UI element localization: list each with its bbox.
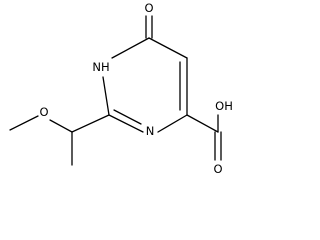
bond-c2-cq <box>71 114 110 133</box>
bond-c6-nh <box>111 37 150 59</box>
bond-nh-c2 <box>102 76 110 116</box>
bond-c5-c6 <box>148 37 188 59</box>
bond-c4-cooh <box>186 114 219 133</box>
carbonyl-oxygen-label: O <box>144 1 153 15</box>
ring-nh-label: NH <box>92 60 109 74</box>
molecule-structure: O NH N O OH O <box>9 1 233 176</box>
ring-n-label: N <box>146 124 155 138</box>
bond-c2-n3-inner <box>113 109 142 125</box>
bond-c2-n3-outer <box>108 114 144 133</box>
methoxy-oxygen-label: O <box>39 105 48 119</box>
bond-n3-c4 <box>157 114 188 133</box>
acid-carbonyl-oxygen-label: O <box>213 162 222 176</box>
bond-cq-o <box>49 119 73 133</box>
bond-o-methyl <box>9 115 39 131</box>
acid-hydroxyl-label: OH <box>215 99 233 113</box>
